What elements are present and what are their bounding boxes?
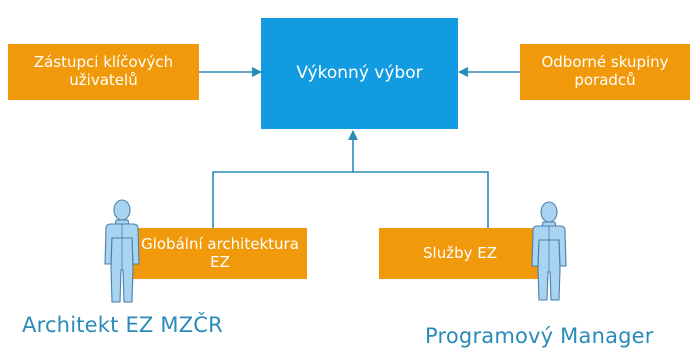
caption-architect: Architekt EZ MZČR — [22, 313, 223, 337]
box-key-user-representatives: Zástupci klíčových uživatelů — [8, 44, 199, 100]
box-global-architecture: Globální architektura EZ — [133, 228, 307, 279]
center-box-executive-committee: Výkonný výbor — [261, 18, 458, 129]
caption-program-manager: Programový Manager — [425, 324, 654, 348]
box-services: Služby EZ — [379, 228, 541, 279]
box-advisory-groups: Odborné skupiny poradců — [520, 44, 690, 100]
person-icon — [104, 199, 140, 303]
person-icon — [531, 201, 567, 301]
box-advisory-groups-label: Odborné skupiny poradců — [541, 53, 669, 89]
box-services-label: Služby EZ — [423, 243, 497, 262]
connector-bottom-tree — [212, 171, 489, 228]
box-key-user-representatives-label: Zástupci klíčových uživatelů — [33, 53, 174, 89]
box-global-architecture-label: Globální architektura EZ — [141, 234, 299, 271]
center-box-label: Výkonný výbor — [296, 63, 423, 84]
